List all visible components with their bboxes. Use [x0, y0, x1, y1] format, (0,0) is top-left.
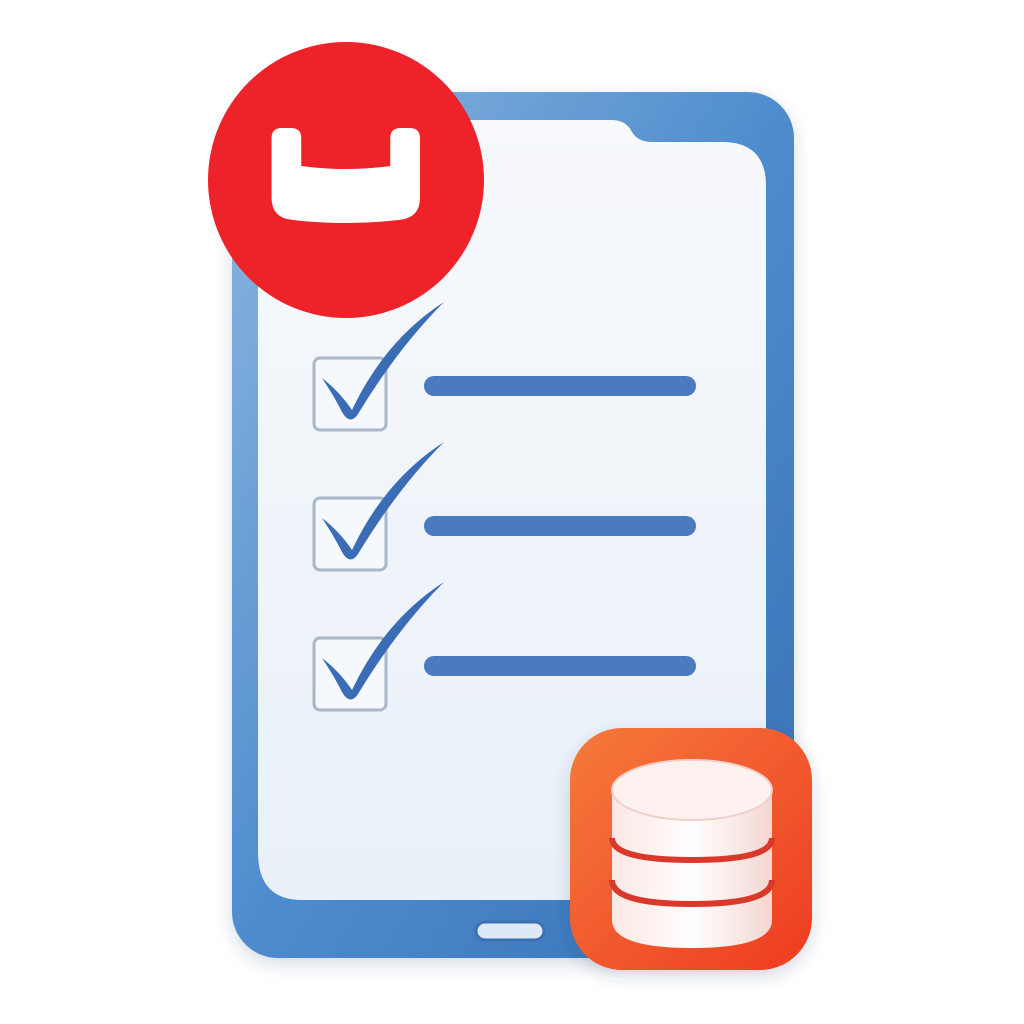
couchbase-logo-icon	[271, 128, 420, 223]
checkmark-icon	[322, 582, 444, 700]
checklist-item-line	[424, 376, 696, 396]
checklist-item-line	[424, 656, 696, 676]
checklist	[312, 302, 696, 712]
couchbase-badge	[208, 42, 484, 318]
database-badge	[570, 728, 812, 970]
home-button	[474, 920, 546, 942]
checkmark-icon	[322, 442, 444, 560]
checkbox	[312, 356, 388, 432]
database-icon	[609, 759, 775, 948]
checkmark-icon	[322, 302, 444, 420]
checklist-item	[312, 442, 696, 572]
checkbox	[312, 496, 388, 572]
checkbox	[312, 636, 388, 712]
checklist-item	[312, 302, 696, 432]
checklist-item-line	[424, 516, 696, 536]
checklist-item	[312, 582, 696, 712]
